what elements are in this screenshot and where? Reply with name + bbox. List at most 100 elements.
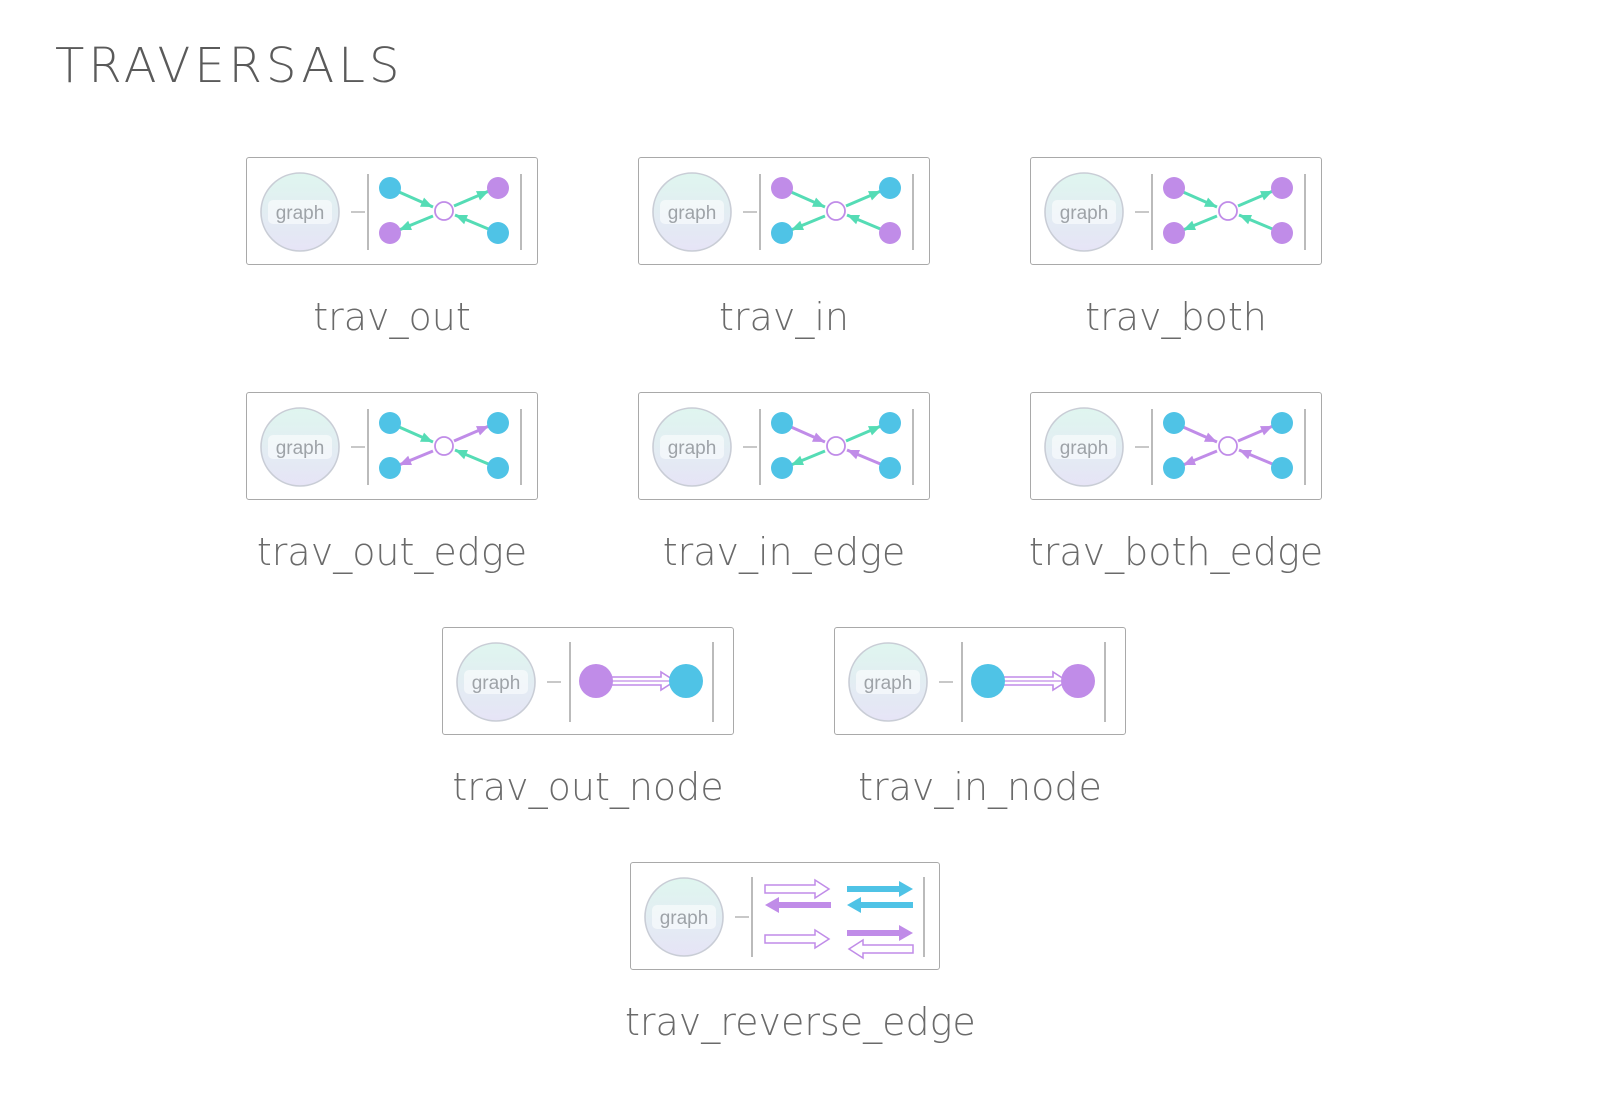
arrowhead-0	[812, 197, 825, 207]
node-tr	[879, 177, 901, 199]
graph-badge-label: graph	[1060, 438, 1109, 459]
node-tl	[379, 177, 401, 199]
graph-badge-plate	[660, 435, 724, 459]
traversal-card-trav-in-edge[interactable]: graph trav_in_edge	[624, 392, 944, 592]
graph-badge-label: graph	[276, 203, 325, 224]
caption: trav_both_edge	[1028, 530, 1324, 574]
graph-badge: graph	[652, 407, 732, 487]
arrowhead-2	[791, 455, 804, 466]
arrowhead-3	[1239, 215, 1252, 225]
caption: trav_in_edge	[662, 530, 906, 574]
arrowhead-1	[868, 191, 881, 201]
node-tr	[879, 412, 901, 434]
traversal-diagram	[351, 174, 522, 250]
graph-badge-plate	[268, 435, 332, 459]
arrow-hollow-left-bottom	[847, 938, 914, 960]
diagram-svg: graph	[260, 172, 522, 252]
card-frame: graph	[630, 862, 940, 970]
arrowhead-0	[1204, 197, 1217, 207]
arrowhead-3	[847, 450, 860, 460]
graph-badge-plate	[268, 200, 332, 224]
node-tl	[771, 412, 793, 434]
arrow-solid-left-blue	[847, 897, 913, 913]
node-tr	[487, 177, 509, 199]
card-frame: graph	[638, 157, 930, 265]
arrowhead-3	[1239, 450, 1252, 460]
traversal-card-trav-out[interactable]: graph trav_out	[232, 157, 552, 357]
arrowhead-3	[847, 215, 860, 225]
node-bl	[771, 457, 793, 479]
node-bl	[1163, 457, 1185, 479]
graph-badge: graph	[456, 642, 536, 722]
caption: trav_in	[719, 295, 849, 339]
node-tl	[771, 177, 793, 199]
diagram-svg: graph	[456, 642, 714, 722]
arrowhead-1	[476, 426, 489, 436]
arrowhead-1	[868, 426, 881, 436]
card-frame: graph	[1030, 157, 1322, 265]
graph-badge-label: graph	[668, 438, 717, 459]
traversal-diagram	[939, 642, 1106, 722]
traversal-diagram	[743, 409, 914, 485]
arrow-solid-right-purple	[847, 925, 913, 941]
center-node	[1218, 201, 1238, 221]
card-frame: graph	[442, 627, 734, 735]
graph-badge-plate	[660, 200, 724, 224]
arrowhead-0	[420, 432, 433, 442]
target-node	[1061, 664, 1095, 698]
diagram-svg: graph	[848, 642, 1106, 722]
traversal-diagram	[1135, 409, 1306, 485]
arrowhead-1	[476, 191, 489, 201]
node-bl	[379, 222, 401, 244]
traversal-card-trav-in-node[interactable]: graph trav_in_node	[820, 627, 1140, 827]
arrowhead-2	[1183, 455, 1196, 466]
arrowhead-0	[420, 197, 433, 207]
traversal-card-trav-in[interactable]: graph trav_in	[624, 157, 944, 357]
node-tr	[487, 412, 509, 434]
caption: trav_out_edge	[256, 530, 528, 574]
graph-badge-label: graph	[660, 908, 709, 929]
graph-badge: graph	[848, 642, 928, 722]
node-tl	[1163, 412, 1185, 434]
diagram-svg: graph	[652, 172, 914, 252]
center-node	[826, 436, 846, 456]
node-tr	[1271, 177, 1293, 199]
graph-badge-label: graph	[668, 203, 717, 224]
node-bl	[379, 457, 401, 479]
graph-badge-plate	[1052, 435, 1116, 459]
traversal-diagram	[1135, 174, 1306, 250]
diagram-svg: graph	[1044, 407, 1306, 487]
traversal-card-trav-out-node[interactable]: graph trav_out_node	[428, 627, 748, 827]
arrowhead-0	[812, 432, 825, 442]
arrowhead-2	[791, 220, 804, 231]
node-br	[487, 457, 509, 479]
arrowhead-2	[1183, 220, 1196, 231]
arrowhead-0	[1204, 432, 1217, 442]
traversal-card-trav-reverse-edge[interactable]: graph trav_reverse_edge	[625, 862, 976, 1062]
graph-badge: graph	[652, 172, 732, 252]
node-tr	[1271, 412, 1293, 434]
graph-badge-plate	[856, 670, 920, 694]
center-node	[434, 436, 454, 456]
arrow-solid-right-blue	[847, 881, 913, 897]
graph-badge: graph	[1044, 407, 1124, 487]
diagram-svg: graph	[652, 407, 914, 487]
arrow-hollow-right-bottom	[764, 928, 831, 950]
graph-badge-plate	[652, 905, 716, 929]
traversal-card-trav-both-edge[interactable]: graph trav_both_edge	[1016, 392, 1336, 592]
node-tl	[379, 412, 401, 434]
page-title: TRAVERSALS	[55, 38, 404, 94]
caption: trav_in_node	[858, 765, 1102, 809]
source-node	[579, 664, 613, 698]
traversal-diagram	[743, 174, 914, 250]
node-bl	[771, 222, 793, 244]
traversal-diagram	[735, 877, 925, 960]
source-node	[971, 664, 1005, 698]
caption: trav_out_node	[452, 765, 724, 809]
arrowhead-2	[399, 455, 412, 466]
traversal-card-trav-out-edge[interactable]: graph trav_out_edge	[232, 392, 552, 592]
traversal-card-trav-both[interactable]: graph trav_both	[1016, 157, 1336, 357]
node-bl	[1163, 222, 1185, 244]
node-br	[879, 457, 901, 479]
center-node	[826, 201, 846, 221]
